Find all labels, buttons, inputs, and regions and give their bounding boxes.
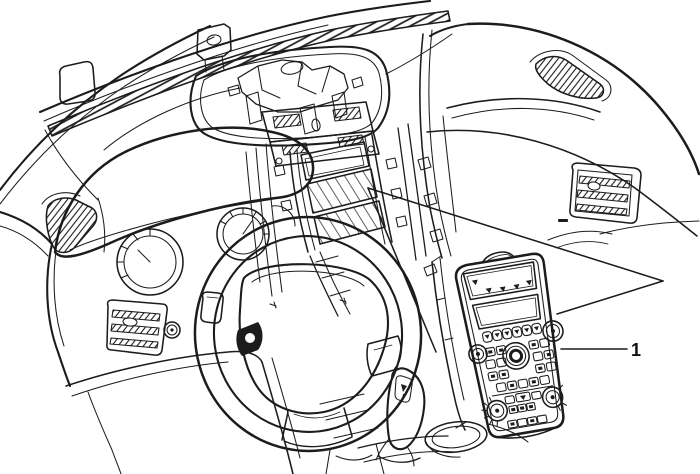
hvac-button-strip (504, 390, 542, 405)
driver-side-demister-vent (41, 192, 106, 254)
passenger-dash (426, 22, 700, 249)
driver-air-vent (106, 299, 168, 356)
overhead-console-bracket (227, 59, 364, 135)
radio-button-grid (484, 337, 557, 393)
fan-speed-knob (541, 384, 567, 411)
instrument-cluster-hood (53, 126, 315, 258)
driver-door-sill (0, 210, 263, 474)
preset-button-row (481, 322, 543, 343)
headlamp-switch-knob (163, 321, 181, 339)
gear-shift-knob (375, 367, 426, 467)
bottom-button-row (507, 414, 548, 429)
steering-wheel (193, 215, 423, 474)
radio-hvac-control-panel-assembly (454, 251, 567, 439)
dash-speaker-grille (58, 60, 96, 105)
tune-knob (542, 320, 564, 342)
radio-chassis (261, 101, 380, 167)
center-stack-side-frames (245, 29, 457, 297)
passenger-side-demister-vent (529, 50, 612, 102)
dash-blank-plug (200, 291, 224, 324)
hvac-mode-buttons (508, 401, 536, 415)
passenger-air-vent (558, 162, 642, 224)
volume-knob (468, 344, 488, 364)
center-stack-side-trim-spear (423, 255, 467, 431)
windshield-defroster-strip (0, 0, 451, 205)
instrument-cluster-gauges (116, 205, 296, 296)
temperature-knob (481, 396, 509, 427)
callout-1-label: 1 (631, 340, 641, 360)
callout-wedge (367, 187, 664, 353)
cup-holder (424, 420, 529, 458)
center-stack-opening (273, 134, 408, 317)
